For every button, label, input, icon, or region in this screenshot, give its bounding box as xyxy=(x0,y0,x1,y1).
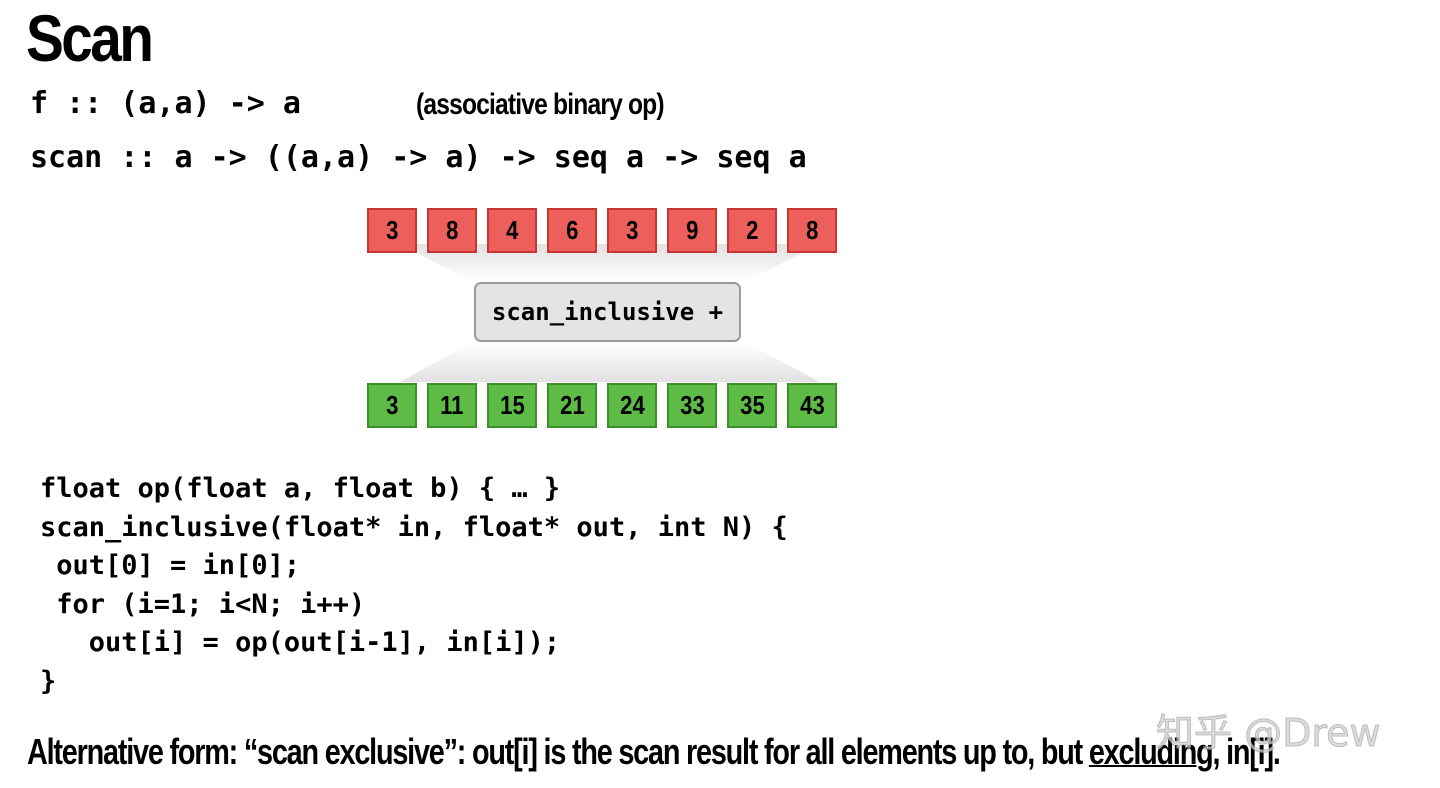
input-value: 8 xyxy=(445,215,459,245)
flow-shading xyxy=(400,244,820,382)
input-value: 3 xyxy=(385,215,399,245)
scan-operation-box: scan_inclusive + xyxy=(474,282,741,342)
output-cell: 43 xyxy=(787,383,837,428)
footer-emphasis: excluding xyxy=(1088,731,1214,772)
op-type-signature: f :: (a,a) -> a xyxy=(30,86,301,121)
code-line: out[i] = op(out[i-1], in[i]); xyxy=(40,627,561,658)
output-cell: 21 xyxy=(547,383,597,428)
input-value: 2 xyxy=(745,215,759,245)
footer-note: Alternative form: “scan exclusive”: out[… xyxy=(27,731,1281,773)
output-value: 21 xyxy=(559,390,585,420)
input-cell: 8 xyxy=(427,208,477,253)
code-line: } xyxy=(40,665,57,697)
code-line: for (i=1; i<N; i++) xyxy=(40,588,366,620)
input-sequence: 3 8 4 6 3 9 2 8 xyxy=(367,208,837,253)
output-cell: 15 xyxy=(487,383,537,428)
output-cell: 24 xyxy=(607,383,657,428)
output-cell: 33 xyxy=(667,383,717,428)
output-funnel xyxy=(400,342,820,382)
input-value: 9 xyxy=(685,215,699,245)
output-value: 24 xyxy=(619,390,645,420)
code-line: float op(float a, float b) { … } xyxy=(40,473,561,504)
input-cell: 6 xyxy=(547,208,597,253)
output-value: 35 xyxy=(739,390,765,420)
output-value: 33 xyxy=(679,390,705,420)
output-value: 11 xyxy=(440,390,464,420)
output-cell: 35 xyxy=(727,383,777,428)
output-value: 43 xyxy=(799,390,825,420)
op-type-note: (associative binary op) xyxy=(416,88,665,121)
slide-title: Scan xyxy=(26,1,154,75)
code-block: float op(float a, float b) { … } scan_inc… xyxy=(40,470,788,701)
input-cell: 9 xyxy=(667,208,717,253)
output-sequence: 3 11 15 21 24 33 35 43 xyxy=(367,383,837,428)
output-cell: 11 xyxy=(427,383,477,428)
input-cell: 8 xyxy=(787,208,837,253)
scan-type-signature: scan :: a -> ((a,a) -> a) -> seq a -> se… xyxy=(30,140,807,175)
input-value: 8 xyxy=(805,215,819,245)
output-value: 3 xyxy=(385,390,399,420)
output-value: 15 xyxy=(499,390,525,420)
input-cell: 3 xyxy=(367,208,417,253)
footer-text: Alternative form: “scan exclusive”: out[… xyxy=(27,731,1089,772)
code-line: scan_inclusive(float* in, float* out, in… xyxy=(40,511,788,543)
input-cell: 3 xyxy=(607,208,657,253)
input-funnel xyxy=(400,244,820,282)
input-value: 4 xyxy=(505,215,519,245)
input-cell: 2 xyxy=(727,208,777,253)
input-value: 3 xyxy=(625,215,639,245)
input-cell: 4 xyxy=(487,208,537,253)
code-line: out[0] = in[0]; xyxy=(40,550,301,581)
watermark: 知乎 @Drew xyxy=(1156,711,1382,756)
input-value: 6 xyxy=(565,215,579,245)
footer-text-end: , in[i]. xyxy=(1212,731,1280,772)
output-cell: 3 xyxy=(367,383,417,428)
